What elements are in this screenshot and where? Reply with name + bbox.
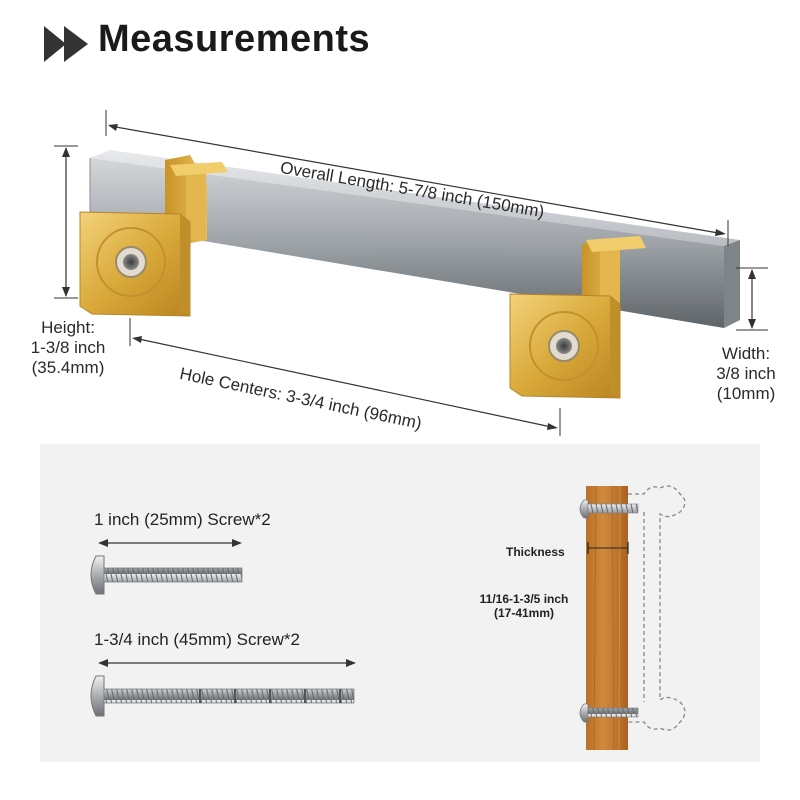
thickness-range: 11/16-1-3/5 inch (17-41mm): [474, 592, 574, 620]
thickness-label: Thickness: [506, 545, 565, 559]
long-screw-label: 1-3/4 inch (45mm) Screw*2: [94, 630, 300, 649]
long-screw: [90, 675, 355, 717]
width-label-title: Width:: [721, 344, 771, 363]
installation-diagram: [579, 485, 686, 751]
height-label-title: Height:: [41, 318, 95, 337]
height-label: Height: 1-3/8 inch (35.4mm): [20, 318, 116, 378]
handle-drawing: [54, 110, 768, 436]
play-icon: [44, 26, 88, 62]
thickness-range-mm: (17-41mm): [493, 606, 555, 620]
short-screw: [90, 555, 243, 595]
width-label-mm: (10mm): [716, 384, 776, 403]
height-label-inch: 1-3/8 inch: [30, 338, 106, 357]
page-title: Measurements: [98, 18, 371, 60]
thickness-range-inch: 11/16-1-3/5 inch: [479, 592, 569, 606]
width-label-inch: 3/8 inch: [716, 364, 776, 383]
height-label-mm: (35.4mm): [31, 358, 105, 377]
accessories-panel: [40, 444, 760, 762]
short-screw-label: 1 inch (25mm) Screw*2: [94, 510, 271, 529]
width-label: Width: 3/8 inch (10mm): [704, 344, 788, 404]
